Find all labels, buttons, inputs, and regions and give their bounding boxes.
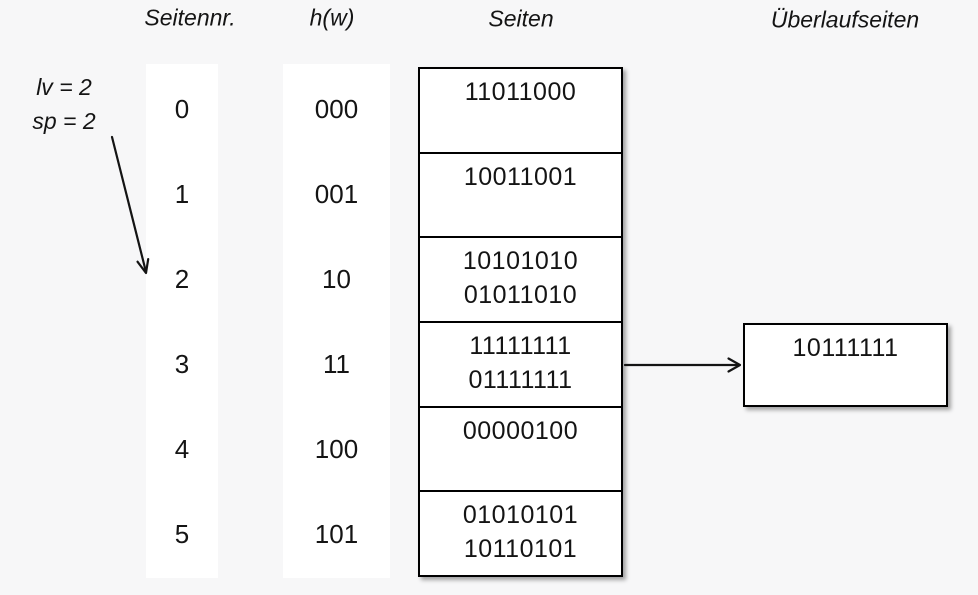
hash-value-cell: 100 — [314, 434, 359, 464]
header-overflow-pages: Überlaufseiten — [770, 6, 920, 33]
page-number-cell: 1 — [174, 179, 190, 209]
page-number-cell: 3 — [174, 349, 190, 379]
header-hash-function: h(w) — [309, 4, 355, 31]
hash-column — [283, 64, 390, 578]
page-record: 10101010 — [462, 247, 579, 276]
overflow-page-box: 10111111 — [743, 323, 948, 407]
header-pages: Seiten — [488, 5, 554, 32]
page-record: 11111111 — [469, 332, 572, 361]
page-number-cell: 2 — [174, 264, 190, 294]
split-pointer-arrow-icon — [110, 135, 150, 275]
hash-value-cell: 101 — [314, 519, 359, 549]
page-record: 10011001 — [463, 162, 578, 191]
page-cell-4: 00000100 — [420, 408, 621, 493]
page-record: 10110101 — [463, 535, 578, 564]
page-record: 01010101 — [462, 501, 579, 530]
overflow-record: 10111111 — [792, 334, 899, 362]
page-record: 00000100 — [462, 416, 579, 445]
hash-value-cell: 000 — [314, 94, 359, 124]
page-cell-2: 10101010 01011010 — [420, 238, 621, 324]
hash-value-cell: 10 — [322, 264, 351, 294]
lv-sp-annotation: lv = 2 sp = 2 — [12, 70, 116, 138]
page-record: 11011000 — [464, 78, 577, 106]
page-record: 01111111 — [468, 366, 573, 395]
sp-value: sp = 2 — [32, 108, 96, 134]
page-number-cell: 0 — [174, 94, 190, 124]
hash-value-cell: 001 — [314, 179, 359, 209]
page-cell-1: 10011001 — [420, 154, 621, 239]
page-cell-0: 11011000 — [420, 69, 621, 154]
lv-value: lv = 2 — [36, 74, 92, 100]
page-record: 01011010 — [463, 281, 578, 310]
header-page-number: Seitennr. — [144, 4, 236, 31]
pages-table: 11011000 10011001 10101010 01011010 1111… — [418, 67, 623, 577]
page-cell-3: 11111111 01111111 — [420, 323, 621, 408]
overflow-link-arrow-icon — [623, 357, 742, 373]
page-number-cell: 4 — [174, 434, 190, 464]
hash-value-cell: 11 — [323, 349, 350, 379]
page-cell-5: 01010101 10110101 — [420, 492, 621, 575]
page-number-cell: 5 — [174, 519, 190, 549]
page-number-column — [146, 64, 218, 578]
